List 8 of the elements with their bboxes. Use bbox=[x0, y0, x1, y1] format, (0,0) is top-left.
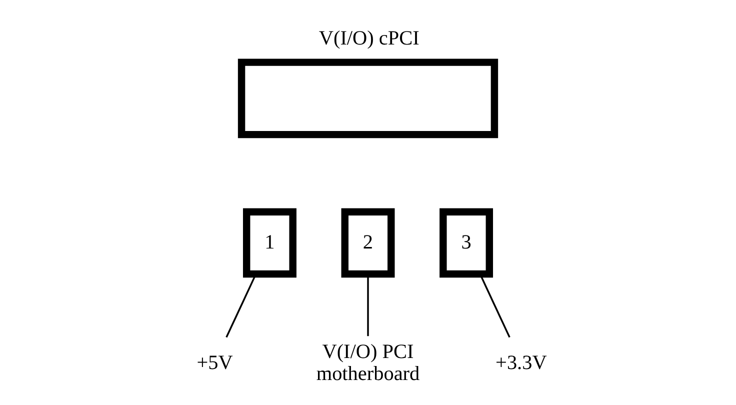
node-box: 2 bbox=[341, 208, 395, 278]
node-text: +5V bbox=[196, 352, 233, 374]
node-box: 3 bbox=[440, 208, 494, 278]
node-text: V(I/O) PCI motherboard bbox=[316, 341, 420, 385]
node-box: 1 bbox=[242, 208, 296, 278]
node-text: +3.3V bbox=[496, 352, 547, 374]
node-label: V(I/O) cPCI bbox=[318, 28, 420, 50]
node-box bbox=[238, 58, 498, 138]
